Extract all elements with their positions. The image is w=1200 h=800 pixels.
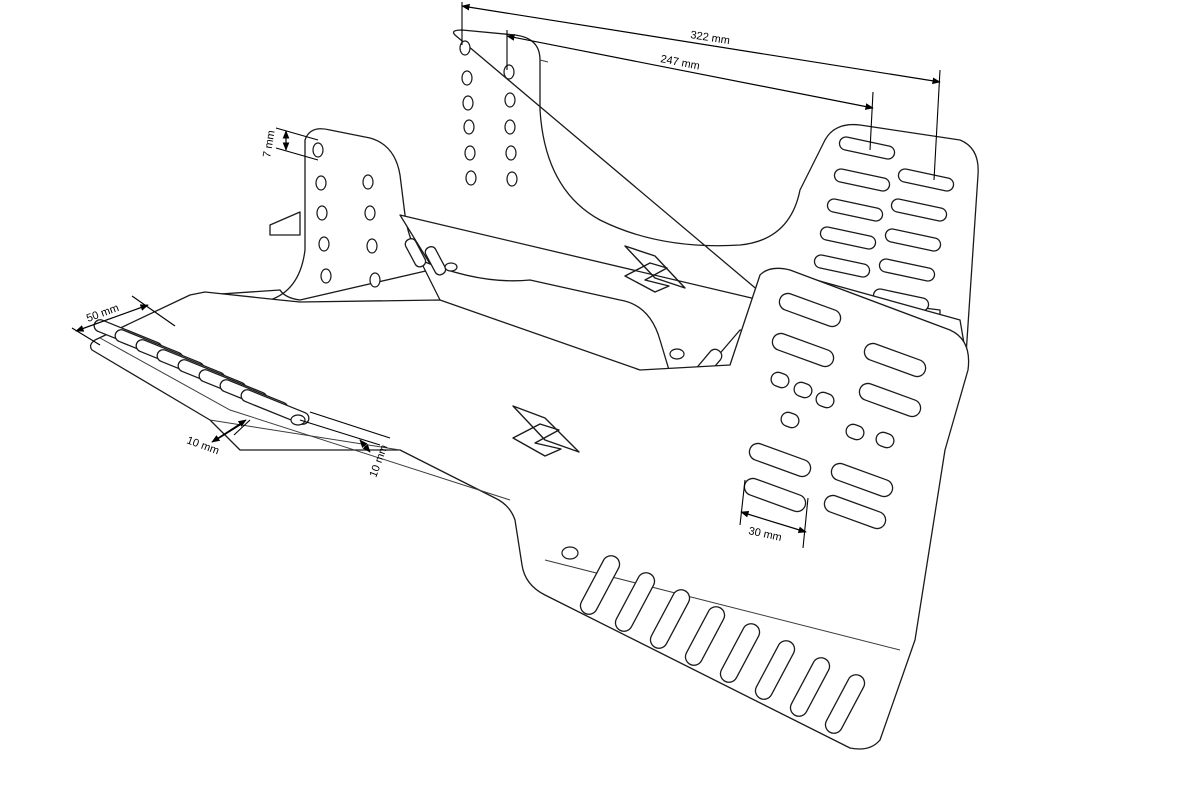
base-slot — [754, 640, 796, 700]
brand-logo-icon — [512, 405, 580, 457]
base-slot — [771, 332, 835, 368]
dim-label-7: 7 mm — [261, 129, 278, 158]
base-slot — [684, 606, 726, 666]
plate-slot — [838, 136, 896, 160]
base-slot — [789, 657, 831, 717]
plate-slot — [890, 198, 948, 222]
base-slot — [240, 389, 310, 425]
base-holes — [290, 414, 579, 560]
base-cutout — [793, 381, 813, 399]
base-cutout — [815, 391, 835, 409]
right-plate-slots — [813, 136, 955, 312]
base-slot — [830, 462, 894, 498]
dimension-247: 247 mm — [506, 30, 874, 151]
base-front-slots — [579, 555, 866, 734]
plate-slot — [833, 168, 891, 192]
plate-slot — [819, 226, 877, 250]
base-right-slots — [743, 292, 927, 530]
base-slot — [778, 292, 842, 328]
base-slot — [824, 674, 866, 734]
base-cutout — [875, 431, 895, 449]
dim-label-322: 322 mm — [690, 29, 731, 47]
plate-slot — [897, 168, 955, 192]
plate-slot — [884, 228, 942, 252]
base-slot — [579, 555, 621, 615]
base-slot — [719, 623, 761, 683]
dimension-7: 7 mm — [261, 127, 319, 161]
left-side-plate — [194, 128, 431, 301]
plate-slot — [813, 254, 871, 278]
base-slot — [863, 342, 927, 378]
base-slot — [858, 382, 922, 418]
base-slot — [823, 494, 887, 530]
brand-logo-icon — [624, 245, 686, 293]
base-left-slots — [93, 319, 310, 425]
base-slot — [649, 589, 691, 649]
dim-label-10-spacing: 10 mm — [185, 435, 221, 458]
plate-slot — [826, 198, 884, 222]
base-cutout — [845, 423, 865, 441]
base-cutout — [780, 411, 800, 429]
base-cutout — [770, 371, 790, 389]
base-slot — [614, 572, 656, 632]
plate-slot — [878, 258, 936, 282]
base-slot — [748, 442, 812, 478]
